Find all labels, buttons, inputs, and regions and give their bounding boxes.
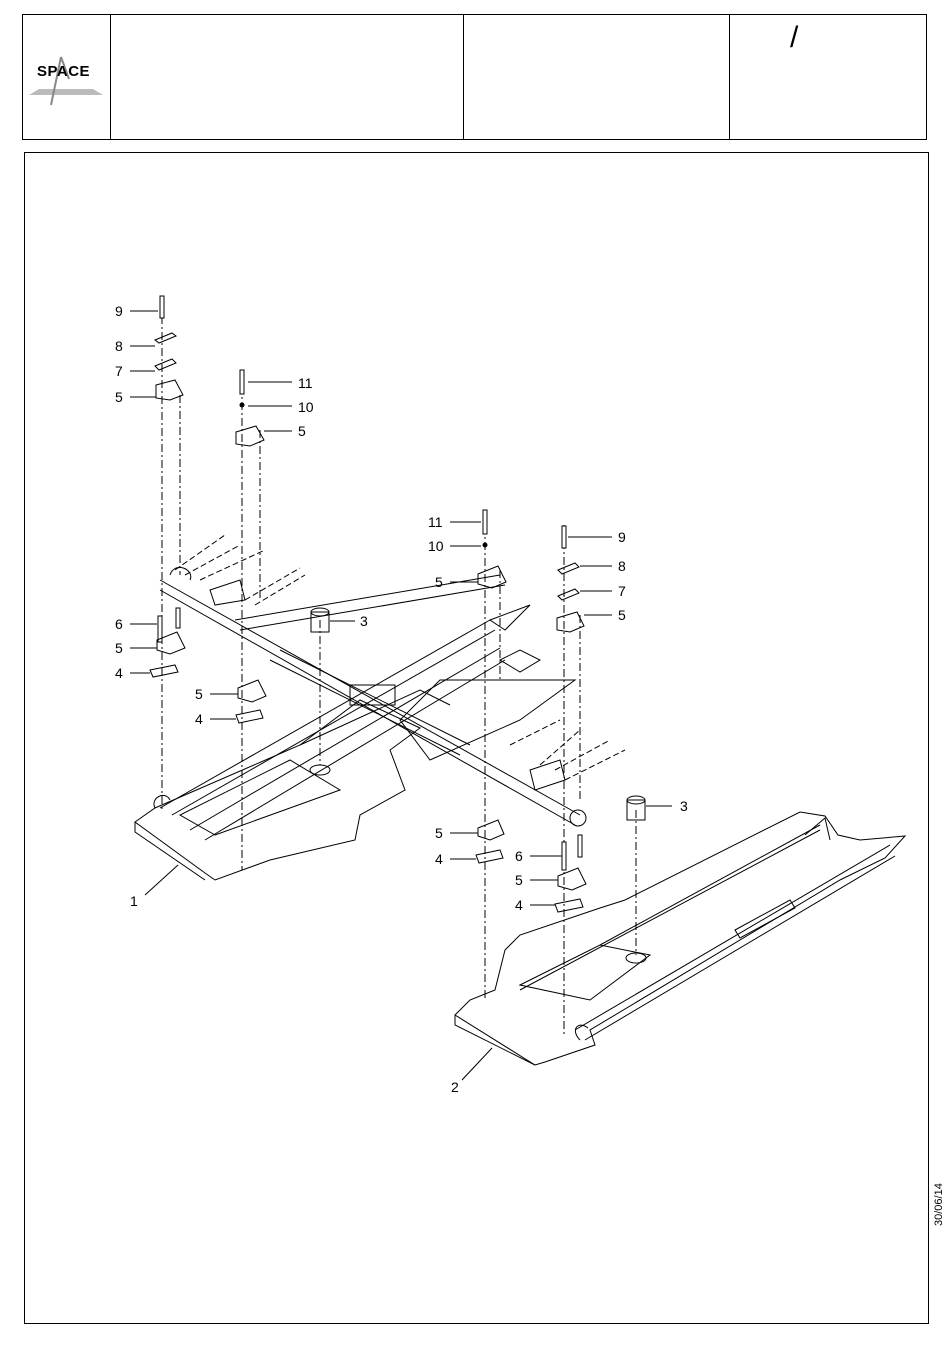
callout-6: 6 xyxy=(115,616,123,632)
callout-4: 4 xyxy=(195,711,203,727)
callout-3: 3 xyxy=(360,613,368,629)
callout-5: 5 xyxy=(435,574,443,590)
callout-5: 5 xyxy=(435,825,443,841)
callout-5: 5 xyxy=(618,607,626,623)
callout-8: 8 xyxy=(115,338,123,354)
callout-5: 5 xyxy=(298,423,306,439)
callout-9: 9 xyxy=(115,303,123,319)
revision-date: 30/06/14 xyxy=(933,1183,945,1226)
callout-9: 9 xyxy=(618,529,626,545)
small-parts xyxy=(150,296,646,963)
callout-6: 6 xyxy=(515,848,523,864)
callout-5: 5 xyxy=(115,389,123,405)
callout-5: 5 xyxy=(515,872,523,888)
callout-11: 11 xyxy=(428,514,443,530)
callout-4: 4 xyxy=(515,897,523,913)
callout-1: 1 xyxy=(130,893,138,909)
callout-7: 7 xyxy=(115,363,123,379)
callout-2: 2 xyxy=(451,1079,459,1095)
callout-3: 3 xyxy=(680,798,688,814)
leader-lines xyxy=(130,311,672,1080)
callout-10: 10 xyxy=(298,399,314,415)
callout-8: 8 xyxy=(618,558,626,574)
assembly-axes xyxy=(162,300,636,1035)
platform-left xyxy=(135,605,575,880)
callout-5: 5 xyxy=(115,640,123,656)
callout-5: 5 xyxy=(195,686,203,702)
callout-10: 10 xyxy=(428,538,444,554)
callout-4: 4 xyxy=(435,851,443,867)
callout-4: 4 xyxy=(115,665,123,681)
callout-11: 11 xyxy=(298,375,313,391)
callout-7: 7 xyxy=(618,583,626,599)
